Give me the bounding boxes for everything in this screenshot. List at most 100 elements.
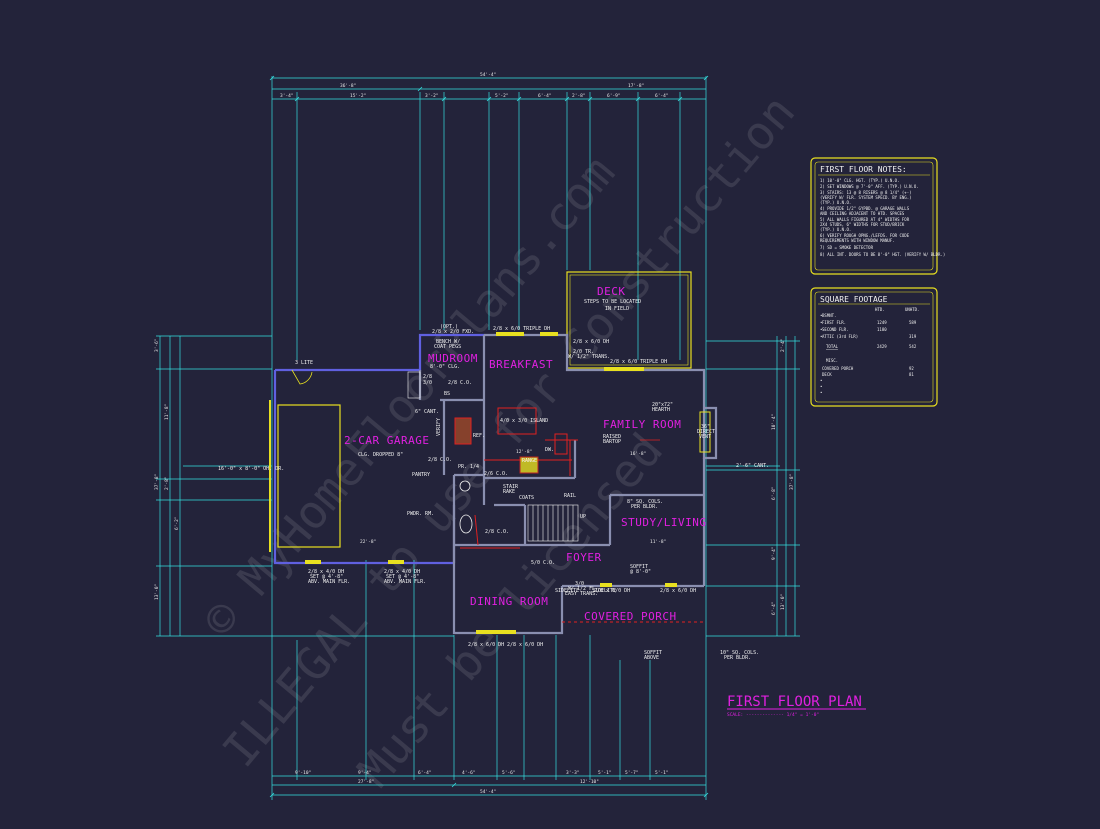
dh-top: 2/8 x 6/0 DH	[573, 339, 609, 345]
ref-label: REF.	[473, 433, 485, 439]
sqft-bullet: •	[820, 390, 822, 395]
note-line: (VERIFY W/ FLR. SYSTEM SPECD. BY ENG.)	[820, 195, 912, 200]
bench-label-2: COAT PEGS	[434, 344, 461, 350]
sqft-bullet: •	[820, 327, 822, 332]
sqft-misc-label: MISC.	[826, 358, 838, 363]
notes-title: FIRST FLOOR NOTES:	[820, 165, 907, 174]
dim-right-2: 6'-8"	[771, 486, 777, 500]
sqft-row-unhtd: 319	[909, 334, 917, 339]
porch-dh-2: 2/8 x 6/0 DH	[660, 588, 696, 594]
coats-label: COATS	[519, 495, 534, 501]
dim-top-0: 3'-4"	[280, 93, 294, 99]
pr-coats: PR. 1/4	[458, 464, 479, 470]
col1b-label: PER BLDR.	[631, 504, 658, 510]
rail-label: RAIL	[564, 493, 576, 499]
triple-dh-family: 2/8 x 6/0 TRIPLE DH	[610, 359, 667, 365]
sqft-bullet: •	[820, 334, 822, 339]
note-line: 1) 10'-0" CLG. HGT. (TYP.) U.N.O.	[820, 178, 899, 183]
dimension-lines	[156, 76, 800, 800]
vent-label-3: VENT	[699, 434, 711, 440]
stairs	[407, 371, 579, 542]
opt-fxd-label: 2/8 x 2/0 FXD.	[432, 329, 474, 335]
dim-int-study: 11'-8"	[650, 539, 666, 545]
dimension-text: 54'-4" 36'-8" 17'-8" 3'-4" 15'-2" 3'-2" …	[154, 72, 795, 795]
dim-top-5: 2'-8"	[572, 93, 586, 99]
hearth-label: HEARTH	[652, 407, 670, 413]
note-line: 3) STAIRS: 13 @ 8 RISERS @ 8 1/4" (+-)	[820, 190, 912, 195]
dim-right-1: 10'-4"	[771, 414, 777, 430]
room-porch-label: COVERED PORCH	[584, 610, 677, 623]
first-floor-notes: FIRST FLOOR NOTES: 1) 10'-0" CLG. HGT. (…	[810, 157, 945, 275]
plan-title-block: FIRST FLOOR PLAN SCALE: -------------- 1…	[727, 694, 866, 718]
range-label: RANGE	[522, 458, 537, 464]
dim-left-overall: 37'-8"	[154, 474, 160, 490]
sqft-total-htd: 2429	[877, 344, 887, 349]
powder-fixtures	[459, 439, 660, 534]
dim-bottom-8: 5'-1"	[655, 770, 669, 776]
note-line: (TYP.) U.N.O.	[820, 227, 851, 232]
mud-28: 2/8	[423, 374, 432, 380]
dim-left-1: 11'-8"	[164, 404, 170, 420]
kitchen	[454, 407, 704, 623]
dim-top-3: 5'-2"	[495, 93, 509, 99]
dim-bottom-2: 6'-4"	[418, 770, 432, 776]
dim-bottom-overall: 54'-4"	[480, 789, 496, 795]
dim-bottom-4: 5'-6"	[502, 770, 516, 776]
sqft-total-label: TOTAL	[826, 344, 839, 349]
dim-int-family: 16'-8"	[630, 451, 646, 457]
sqft-row-htd: 1249	[877, 320, 887, 325]
win-garage1b: SET @ 4'-8"	[310, 574, 343, 580]
sidelite-1: SIDELITE	[555, 588, 579, 594]
win-garage1c: ABV. MAIN FLR.	[308, 579, 350, 585]
co-label-3: 2/8 C.O.	[485, 529, 509, 535]
dim-left-3: 6'-2"	[174, 516, 180, 530]
dim-bottom-3: 4'-6"	[462, 770, 476, 776]
island-label: 4/0 x 3/0 ISLAND	[500, 418, 548, 424]
win-garage2: 2/8 x 4/0 DH	[384, 569, 420, 575]
dim-bottom-1: 9'-4"	[358, 770, 372, 776]
sqft-misc-value: 81	[909, 372, 914, 377]
dim-bottom-5: 3'-3"	[566, 770, 580, 776]
transom-label: 2/0 TR.	[573, 349, 594, 355]
dim-top-1: 15'-2"	[350, 93, 366, 99]
note-line: 8) ALL INT. DOORS TO BE 8'-0" HGT. (VERI…	[820, 252, 945, 257]
windows	[476, 332, 711, 634]
win-garage2c: ABV. MAIN FLR.	[384, 579, 426, 585]
cant-family: 2'-6" CANT.	[736, 463, 769, 469]
plan-title: FIRST FLOOR PLAN	[727, 694, 862, 710]
sidelite-2: SIDELITE	[592, 588, 616, 594]
sqft-misc-row: DECK	[822, 372, 832, 377]
powder-room-label: PWDR. RM.	[407, 511, 434, 517]
room-labels: 2-CAR GARAGE CLG. DROPPED 8" MUDROOM 8'-…	[344, 285, 706, 623]
opt-label: (OPT.)	[440, 324, 458, 330]
dim-right-mid: 13'-0"	[780, 594, 786, 610]
raised-bartop-2: BARTOP	[603, 439, 621, 445]
garage-note: CLG. DROPPED 8"	[358, 452, 403, 458]
dim-bottom-0: 9'-10"	[295, 770, 311, 776]
dim-bottom-mid-right: 12'-10"	[580, 779, 599, 785]
co-label-4: 2/6 C.O.	[484, 471, 508, 477]
room-foyer-label: FOYER	[566, 551, 602, 564]
dw-label: DW.	[545, 447, 554, 453]
hearth-size: 20"x72"	[652, 402, 673, 408]
plan-scale: SCALE: -------------- 1/4" = 1'-0"	[727, 712, 819, 718]
col2b-label: PER BLDR.	[724, 655, 751, 661]
col2-label: 10" SQ. COLS.	[720, 650, 759, 656]
sqft-title: SQUARE FOOTAGE	[820, 295, 888, 304]
dim-top-4: 6'-4"	[538, 93, 552, 99]
sqft-row-label: FIRST FLR.	[822, 320, 846, 325]
annotations: 16'-0" x 8'-0" OH. DR. 3 LITE 2/8 x 4/0 …	[218, 324, 769, 661]
sqft-bullet: •	[820, 384, 822, 389]
vent-label-2: DIRECT	[697, 429, 715, 435]
garage-door-label: 16'-0" x 8'-0" OH. DR.	[218, 466, 284, 472]
room-dining-label: DINING ROOM	[470, 595, 548, 608]
bench-bs: BS	[444, 391, 450, 397]
sqft-row-htd: 1180	[877, 327, 887, 332]
bench-label: BENCH W/	[436, 339, 460, 345]
stair-rake: STAIR	[503, 484, 519, 490]
dim-right-3: 9'-4"	[771, 546, 777, 560]
note-line: 6) VERIFY ROUGH OPNG./LEFDS. FOR CODE	[820, 233, 910, 238]
dim-top-left: 36'-8"	[340, 83, 356, 89]
sqft-total-unhtd: 542	[909, 344, 917, 349]
